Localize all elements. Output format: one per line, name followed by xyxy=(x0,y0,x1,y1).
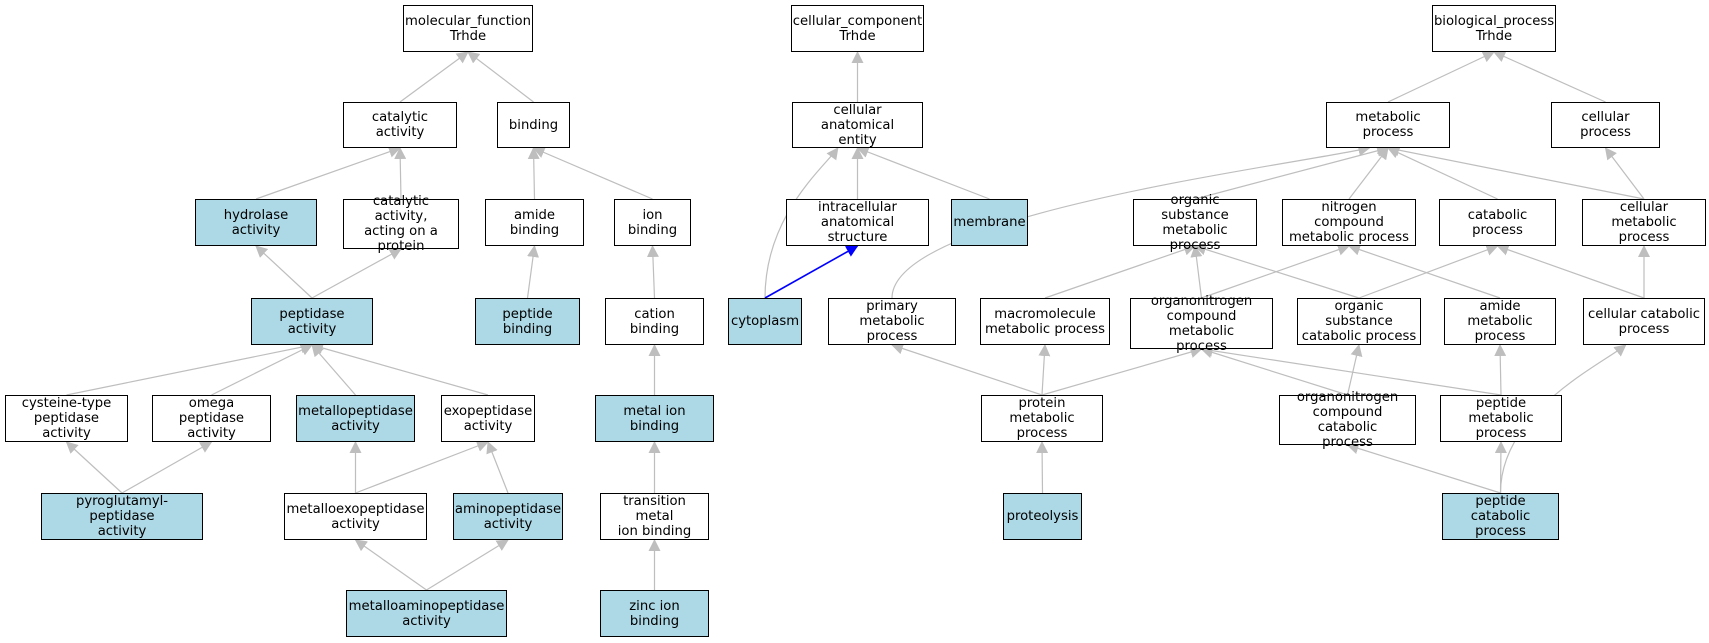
node-cysteine-type-peptidase[interactable]: cysteine-type peptidase activity xyxy=(5,395,128,442)
edge-cysteine-to-peptidase xyxy=(66,341,313,396)
edge-cell_met-to-metabolic xyxy=(1387,144,1645,200)
node-cytoplasm[interactable]: cytoplasm xyxy=(728,298,802,345)
node-aminopeptidase[interactable]: aminopeptidase activity xyxy=(453,493,563,540)
edge-pyroglutamyl-to-omega xyxy=(121,441,213,494)
edge-org_sub_met-to-metabolic xyxy=(1194,145,1389,200)
edge-peptidase-to-hydrolase xyxy=(255,245,313,299)
edge-peptide_met-to-amide_met xyxy=(1494,344,1507,396)
node-primary-metabolic-process[interactable]: primary metabolic process xyxy=(828,298,956,345)
node-cellular-anatomical-entity[interactable]: cellular anatomical entity xyxy=(792,102,923,148)
edge-cat_protein-to-catalytic xyxy=(394,147,407,200)
edge-protein_met-to-macro_met xyxy=(1038,344,1051,396)
edge-orgN_cat-to-org_sub_cat xyxy=(1346,344,1363,396)
edge-omega-to-peptidase xyxy=(211,344,313,396)
node-amide-metabolic-process[interactable]: amide metabolic process xyxy=(1444,298,1556,345)
edge-primary_met-to-metabolic xyxy=(891,144,1371,299)
edge-orgN_cat-to-orgN_met xyxy=(1200,346,1348,396)
edge-metalloamino-to-aminopeptidase xyxy=(426,539,509,591)
edge-metalloexo-to-exopeptidase xyxy=(355,440,489,494)
node-intracellular-anatomical-structure[interactable]: intracellular anatomical structure xyxy=(786,199,929,246)
node-organic-substance-metabolic-process[interactable]: organic substance metabolic process xyxy=(1133,193,1257,253)
edge-cytoplasm-to-intracellular xyxy=(764,245,859,299)
node-membrane[interactable]: membrane xyxy=(951,199,1028,246)
edge-peptide_cat-to-orgN_cat xyxy=(1346,442,1501,494)
node-organonitrogen-compound-metabolic-process[interactable]: organonitrogen compound metabolic proces… xyxy=(1130,294,1273,354)
node-binding[interactable]: binding xyxy=(497,102,570,148)
edge-cell_cat-to-catabolic xyxy=(1496,244,1645,299)
edge-catabolic-to-metabolic xyxy=(1387,147,1498,200)
edge-amide_binding-to-binding xyxy=(527,147,540,200)
node-cation-binding[interactable]: cation binding xyxy=(605,298,704,345)
edge-binding-to-mf xyxy=(467,51,534,103)
node-transition-metal-ion-binding[interactable]: transition metal ion binding xyxy=(600,493,709,540)
node-macromolecule-metabolic-process[interactable]: macromolecule metabolic process xyxy=(980,298,1110,345)
node-metallopeptidase[interactable]: metallopeptidase activity xyxy=(296,395,415,442)
node-omega-peptidase[interactable]: omega peptidase activity xyxy=(152,395,271,442)
node-pyroglutamyl-peptidase[interactable]: pyroglutamyl-peptidase activity xyxy=(41,493,203,540)
node-biological-process-root[interactable]: biological_process Trhde xyxy=(1432,5,1556,52)
node-metalloexopeptidase[interactable]: metalloexopeptidase activity xyxy=(284,493,427,540)
node-peptide-catabolic-process[interactable]: peptide catabolic process xyxy=(1442,493,1559,540)
node-organic-substance-catabolic-process[interactable]: organic substance catabolic process xyxy=(1297,298,1421,345)
edge-exopeptidase-to-peptidase xyxy=(311,342,489,396)
node-peptide-metabolic-process[interactable]: peptide metabolic process xyxy=(1440,395,1562,442)
edge-macro_met-to-org_sub_met xyxy=(1044,243,1196,299)
node-peptidase-activity[interactable]: peptidase activity xyxy=(251,298,373,345)
edge-metabolic-to-bp xyxy=(1387,51,1495,103)
edge-aminopeptidase-to-exopeptidase xyxy=(486,441,509,494)
edge-metallopeptidase-to-peptidase xyxy=(311,344,356,396)
edge-amide_met-to-nitrogen_met xyxy=(1348,243,1501,299)
edge-peptide_binding-to-amide_binding xyxy=(526,245,539,299)
edge-cellular_proc-to-bp xyxy=(1493,51,1606,103)
node-proteolysis[interactable]: proteolysis xyxy=(1003,493,1082,540)
edge-cation_binding-to-ion_binding xyxy=(646,245,659,299)
edge-peptidase-to-cat_protein xyxy=(311,248,402,299)
edge-catalytic-to-mf xyxy=(399,51,469,103)
edge-nitrogen_met-to-metabolic xyxy=(1348,147,1389,200)
edge-membrane-to-cae xyxy=(856,146,990,200)
edge-peptide_met-to-orgN_met xyxy=(1200,344,1502,396)
edge-ion_binding-to-binding xyxy=(532,146,653,200)
node-cellular-component-root[interactable]: cellular_component Trhde xyxy=(791,5,924,52)
node-organonitrogen-compound-catabolic-process[interactable]: organonitrogen compound catabolic proces… xyxy=(1279,390,1416,450)
node-hydrolase-activity[interactable]: hydrolase activity xyxy=(195,199,317,246)
edge-org_sub_cat-to-org_sub_met xyxy=(1194,243,1360,299)
node-amide-binding[interactable]: amide binding xyxy=(485,199,584,246)
edge-metalloamino-to-metalloexo xyxy=(354,539,427,591)
node-cellular-process[interactable]: cellular process xyxy=(1551,102,1660,148)
edge-protein_met-to-orgN_met xyxy=(1041,346,1203,396)
edge-proteolysis-to-protein_met xyxy=(1036,441,1049,494)
node-cellular-metabolic-process[interactable]: cellular metabolic process xyxy=(1582,199,1706,246)
node-molecular-function-root[interactable]: molecular_function Trhde xyxy=(403,5,533,52)
node-catabolic-process[interactable]: catabolic process xyxy=(1439,199,1556,246)
edge-protein_met-to-primary_met xyxy=(891,342,1043,396)
node-exopeptidase[interactable]: exopeptidase activity xyxy=(441,395,535,442)
node-nitrogen-compound-metabolic-process[interactable]: nitrogen compound metabolic process xyxy=(1282,199,1416,246)
edge-cell_met-to-cellular_proc xyxy=(1604,147,1645,200)
edge-hydrolase-to-catalytic xyxy=(255,146,401,200)
node-ion-binding[interactable]: ion binding xyxy=(614,199,691,246)
node-catalytic-activity-on-protein[interactable]: catalytic activity, acting on a protein xyxy=(343,194,459,254)
node-metabolic-process[interactable]: metabolic process xyxy=(1326,102,1450,148)
edge-pyroglutamyl-to-cysteine xyxy=(65,441,123,494)
node-protein-metabolic-process[interactable]: protein metabolic process xyxy=(981,395,1103,442)
edge-org_sub_cat-to-catabolic xyxy=(1358,244,1499,299)
node-metal-ion-binding[interactable]: metal ion binding xyxy=(595,395,714,442)
node-peptide-binding[interactable]: peptide binding xyxy=(475,298,580,345)
node-catalytic-activity[interactable]: catalytic activity xyxy=(343,102,457,148)
node-metalloaminopeptidase[interactable]: metalloaminopeptidase activity xyxy=(346,590,507,637)
node-zinc-ion-binding[interactable]: zinc ion binding xyxy=(600,590,709,637)
edge-orgN_met-to-org_sub_met xyxy=(1190,245,1203,299)
node-cellular-catabolic-process[interactable]: cellular catabolic process xyxy=(1583,298,1705,345)
